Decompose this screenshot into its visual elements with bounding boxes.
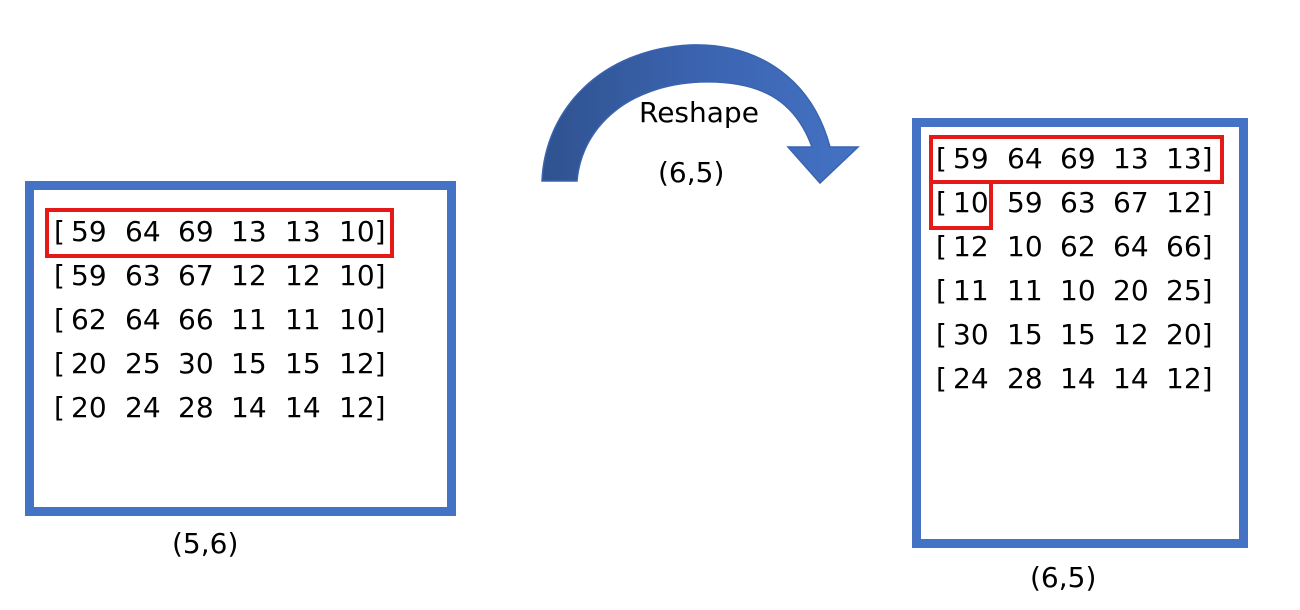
row-bracket: [ [936, 274, 947, 307]
matrix-cell: 12] [1166, 362, 1213, 395]
matrix-cell: 12 [285, 259, 321, 292]
matrix-cell: 20 [71, 391, 107, 424]
matrix-cell: 20] [1166, 318, 1213, 351]
matrix-cell: 11 [231, 303, 267, 336]
matrix-cell: 67 [178, 259, 214, 292]
left-matrix-box [25, 181, 456, 516]
right-matrix-row: [59 64 69 13 13] [936, 142, 1300, 176]
matrix-cell: 24 [125, 391, 161, 424]
matrix-cell: 12] [339, 391, 386, 424]
left-matrix-row: [59 63 67 12 12 10] [54, 259, 454, 293]
matrix-cell: 15 [285, 347, 321, 380]
matrix-cell: 14 [1113, 362, 1149, 395]
matrix-cell: 30 [953, 318, 989, 351]
matrix-cell: 13 [231, 215, 267, 248]
matrix-cell: 63 [1060, 186, 1096, 219]
matrix-cell: 25] [1166, 274, 1213, 307]
matrix-cell: 10] [339, 259, 386, 292]
reshape-label: Reshape [639, 96, 759, 129]
matrix-cell: 12 [231, 259, 267, 292]
matrix-cell: 10] [339, 303, 386, 336]
matrix-cell: 10 [953, 186, 989, 219]
right-carry-element-highlight [929, 180, 993, 230]
right-matrix-row: [30 15 15 12 20] [936, 318, 1300, 352]
row-bracket: [ [936, 362, 947, 395]
matrix-cell: 12 [1113, 318, 1149, 351]
row-bracket: [ [936, 186, 947, 219]
matrix-cell: 59 [71, 259, 107, 292]
row-bracket: [ [54, 303, 65, 336]
matrix-cell: 13 [285, 215, 321, 248]
matrix-cell: 15 [1007, 318, 1043, 351]
row-bracket: [ [936, 142, 947, 175]
matrix-cell: 12] [1166, 186, 1213, 219]
matrix-cell: 10 [1007, 230, 1043, 263]
matrix-cell: 10 [1060, 274, 1096, 307]
matrix-cell: 69 [178, 215, 214, 248]
matrix-cell: 59 [1007, 186, 1043, 219]
left-first-row-highlight [45, 208, 394, 258]
matrix-cell: 59 [71, 215, 107, 248]
left-matrix-row: [20 24 28 14 14 12] [54, 391, 454, 425]
matrix-cell: 12] [339, 347, 386, 380]
matrix-cell: 59 [953, 142, 989, 175]
matrix-cell: 12 [953, 230, 989, 263]
matrix-cell: 20 [71, 347, 107, 380]
matrix-cell: 28 [178, 391, 214, 424]
matrix-cell: 14 [231, 391, 267, 424]
right-shape-label: (6,5) [1030, 561, 1097, 594]
matrix-cell: 63 [125, 259, 161, 292]
right-matrix-row: [10 59 63 67 12] [936, 186, 1300, 220]
matrix-cell: 64 [125, 215, 161, 248]
matrix-cell: 64 [1007, 142, 1043, 175]
matrix-cell: 66 [178, 303, 214, 336]
row-bracket: [ [54, 259, 65, 292]
left-matrix-row: [59 64 69 13 13 10] [54, 215, 454, 249]
matrix-cell: 67 [1113, 186, 1149, 219]
matrix-cell: 62 [1060, 230, 1096, 263]
matrix-cell: 15 [231, 347, 267, 380]
right-matrix-box [912, 118, 1248, 548]
row-bracket: [ [54, 347, 65, 380]
matrix-cell: 11 [1007, 274, 1043, 307]
matrix-cell: 62 [71, 303, 107, 336]
matrix-cell: 14 [1060, 362, 1096, 395]
matrix-cell: 30 [178, 347, 214, 380]
row-bracket: [ [936, 230, 947, 263]
matrix-cell: 64 [1113, 230, 1149, 263]
left-shape-label: (5,6) [172, 527, 239, 560]
matrix-cell: 24 [953, 362, 989, 395]
matrix-cell: 11 [953, 274, 989, 307]
matrix-cell: 69 [1060, 142, 1096, 175]
left-matrix-row: [62 64 66 11 11 10] [54, 303, 454, 337]
row-bracket: [ [54, 391, 65, 424]
matrix-cell: 66] [1166, 230, 1213, 263]
matrix-cell: 13] [1166, 142, 1213, 175]
matrix-cell: 14 [285, 391, 321, 424]
left-matrix-row: [20 25 30 15 15 12] [54, 347, 454, 381]
right-first-row-highlight [929, 135, 1224, 184]
matrix-cell: 64 [125, 303, 161, 336]
matrix-cell: 10] [339, 215, 386, 248]
matrix-cell: 15 [1060, 318, 1096, 351]
right-matrix-row: [24 28 14 14 12] [936, 362, 1300, 396]
right-matrix-row: [12 10 62 64 66] [936, 230, 1300, 264]
matrix-cell: 20 [1113, 274, 1149, 307]
row-bracket: [ [54, 215, 65, 248]
matrix-cell: 11 [285, 303, 321, 336]
row-bracket: [ [936, 318, 947, 351]
right-matrix-row: [11 11 10 20 25] [936, 274, 1300, 308]
matrix-cell: 25 [125, 347, 161, 380]
matrix-cell: 28 [1007, 362, 1043, 395]
arrow-shape-label: (6,5) [658, 156, 725, 189]
matrix-cell: 13 [1113, 142, 1149, 175]
